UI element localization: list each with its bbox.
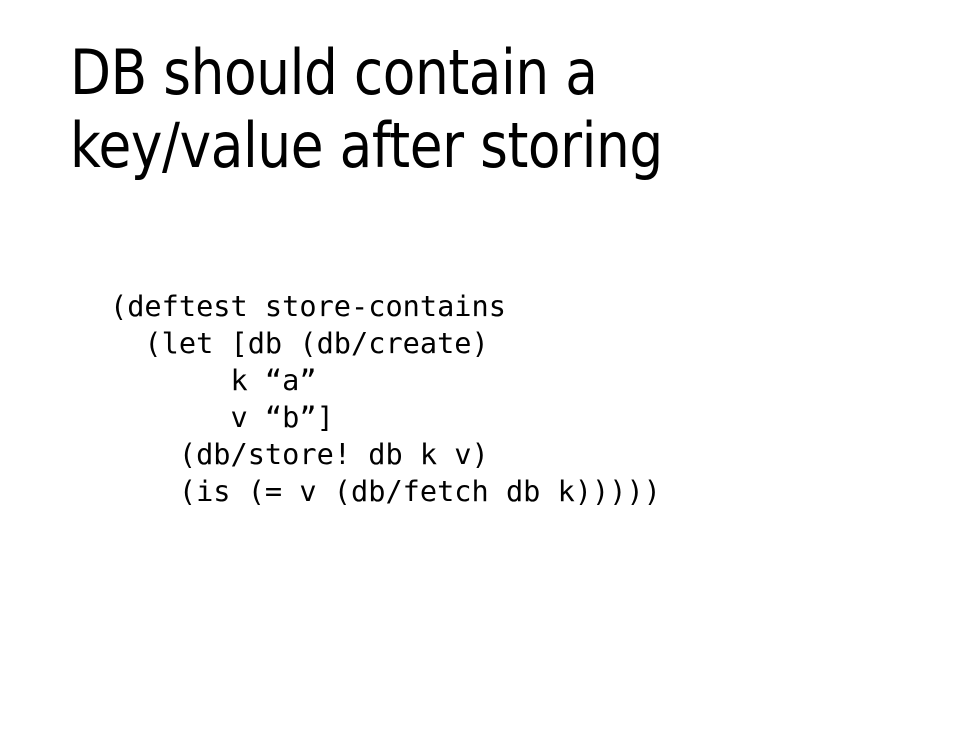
slide-title: DB should contain a key/value after stor… (70, 36, 663, 182)
code-block: (deftest store-contains (let [db (db/cre… (110, 289, 661, 508)
